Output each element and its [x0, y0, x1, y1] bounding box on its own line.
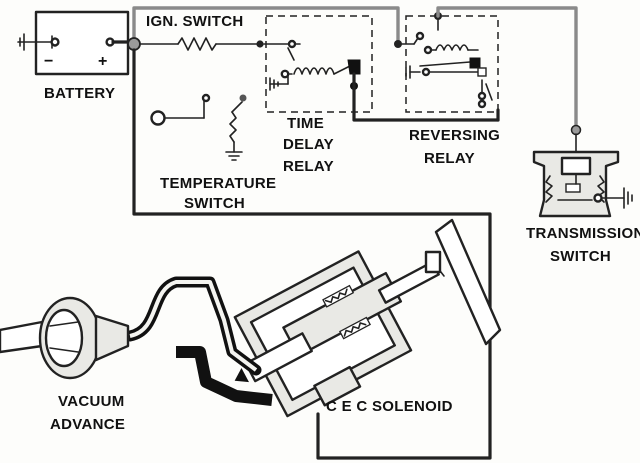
ign-switch-label: IGN. SWITCH [146, 13, 243, 30]
battery-label: BATTERY [44, 85, 115, 102]
cec-solenoid [233, 218, 502, 418]
battery-positive-label: + [98, 53, 108, 70]
resistor-icon [177, 37, 217, 51]
reversing-coil-icon [435, 44, 469, 51]
ignition-feed-wire [132, 6, 400, 44]
vacuum-advance-label-2: ADVANCE [50, 416, 125, 433]
time-delay-coil-icon [293, 67, 335, 75]
time-delay-label-2: DELAY [283, 136, 334, 153]
reversing-relay-box [405, 15, 499, 113]
battery: − + [17, 10, 130, 76]
reversing-relay-label-2: RELAY [424, 150, 475, 167]
temperature-switch-label-2: SWITCH [184, 195, 245, 212]
time-delay-label-1: TIME [287, 115, 324, 132]
ign-junction [127, 37, 141, 51]
reversing-relay-label-1: REVERSING [409, 127, 500, 144]
time-delay-relay-box [265, 15, 373, 113]
transmission-switch-label-2: SWITCH [550, 248, 611, 265]
transmission-switch-label-1: TRANSMISSION [526, 225, 640, 242]
time-delay-label-3: RELAY [283, 158, 334, 175]
vacuum-advance-label-1: VACUUM [58, 393, 125, 410]
vacuum-advance [0, 296, 130, 380]
transmission-switch [532, 150, 633, 218]
temperature-switch [150, 93, 247, 161]
transmission-feed-wire [436, 6, 578, 134]
battery-negative-label: − [44, 53, 54, 70]
cec-solenoid-label: C E C SOLENOID [326, 398, 453, 415]
temperature-switch-label-1: TEMPERATURE [160, 175, 276, 192]
